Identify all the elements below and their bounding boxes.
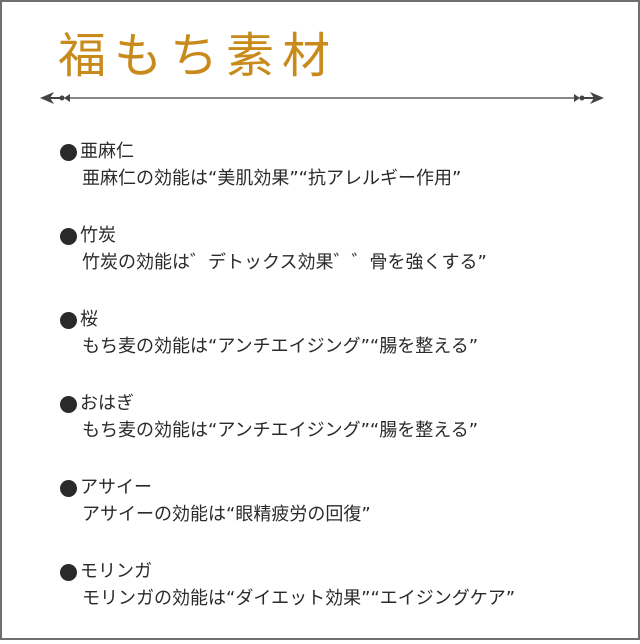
item-name: 竹炭 <box>80 225 116 246</box>
list-item: 桜 もち麦の効能は“アンチエイジング”“腸を整える” <box>60 308 620 392</box>
item-description: アサイーの効能は“眼精疲労の回復” <box>82 504 371 525</box>
divider-left-ornament-icon <box>40 92 70 104</box>
item-description: もち麦の効能は“アンチエイジング”“腸を整える” <box>82 336 479 357</box>
ingredient-list: 亜麻仁 亜麻仁の効能は“美肌効果”“抗アレルギー作用” 竹炭 竹炭の効能は゛デト… <box>60 140 620 644</box>
list-item: 竹炭 竹炭の効能は゛デトックス効果゛゛骨を強くする” <box>60 224 620 308</box>
bullet-icon <box>60 479 77 497</box>
bullet-icon <box>60 143 77 161</box>
list-item: おはぎ もち麦の効能は“アンチエイジング”“腸を整える” <box>60 392 620 476</box>
item-name: アサイー <box>80 477 152 498</box>
item-name: 桜 <box>80 309 98 330</box>
list-item: モリンガ モリンガの効能は“ダイエット効果”“エイジングケア” <box>60 560 620 644</box>
item-name: おはぎ <box>80 393 134 414</box>
item-description: モリンガの効能は“ダイエット効果”“エイジングケア” <box>82 588 516 609</box>
item-description: 亜麻仁の効能は“美肌効果”“抗アレルギー作用” <box>82 168 462 189</box>
page-title: 福もち素材 <box>58 28 339 84</box>
divider-right-ornament-icon <box>574 92 604 104</box>
list-item: 亜麻仁 亜麻仁の効能は“美肌効果”“抗アレルギー作用” <box>60 140 620 224</box>
list-item: アサイー アサイーの効能は“眼精疲労の回復” <box>60 476 620 560</box>
bullet-icon <box>60 395 77 413</box>
item-name: 亜麻仁 <box>80 141 134 162</box>
item-description: もち麦の効能は“アンチエイジング”“腸を整える” <box>82 420 479 441</box>
item-name: モリンガ <box>80 561 152 582</box>
ornamental-divider <box>40 92 604 104</box>
bullet-icon <box>60 311 77 329</box>
item-description: 竹炭の効能は゛デトックス効果゛゛骨を強くする” <box>82 252 487 273</box>
bullet-icon <box>60 227 77 245</box>
bullet-icon <box>60 563 77 581</box>
